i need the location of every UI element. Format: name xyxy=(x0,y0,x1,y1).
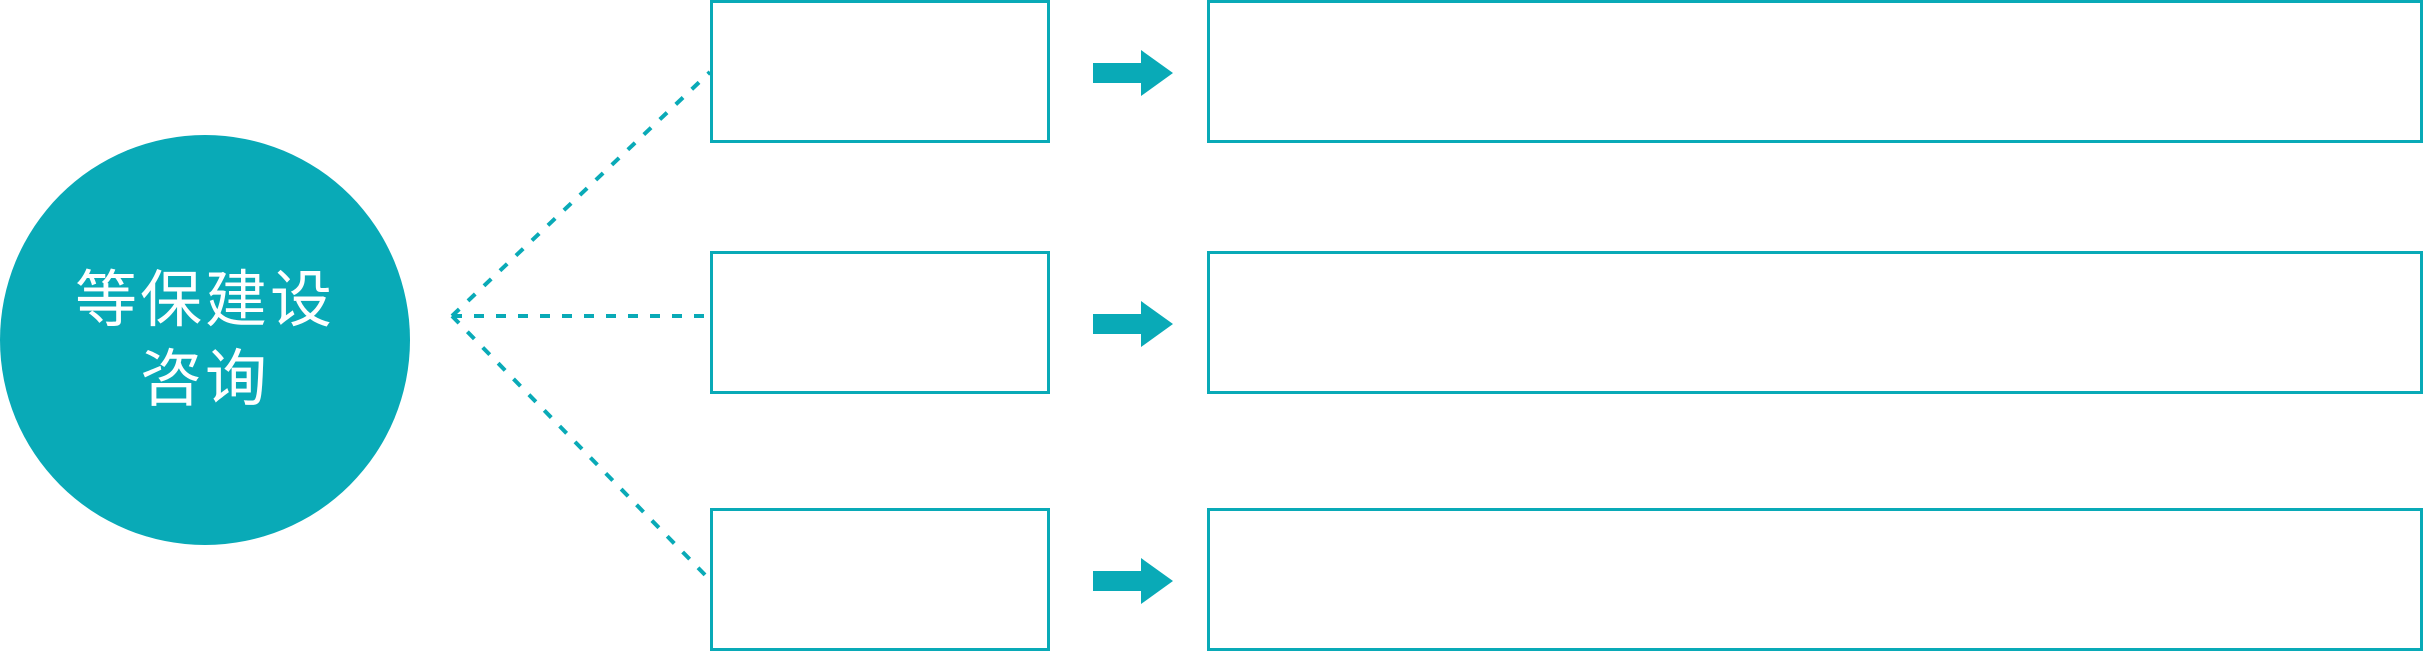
diagram-row xyxy=(0,508,2434,653)
row-1-detail-box[interactable] xyxy=(1207,0,2423,143)
hub-circle[interactable]: 等保建设 咨询 xyxy=(0,135,410,545)
right-arrow-icon xyxy=(1093,558,1173,604)
diagram-row xyxy=(0,251,2434,396)
row-1-category-box[interactable] xyxy=(710,0,1050,143)
row-3-detail-box[interactable] xyxy=(1207,508,2423,651)
row-2-detail-box[interactable] xyxy=(1207,251,2423,394)
row-3-category-box[interactable] xyxy=(710,508,1050,651)
hub-label-line-2: 咨询 xyxy=(139,345,270,414)
right-arrow-icon xyxy=(1093,50,1173,96)
diagram-row xyxy=(0,0,2434,145)
right-arrow-icon xyxy=(1093,301,1173,347)
row-2-category-box[interactable] xyxy=(710,251,1050,394)
hub-label-line-1: 等保建设 xyxy=(74,265,335,335)
